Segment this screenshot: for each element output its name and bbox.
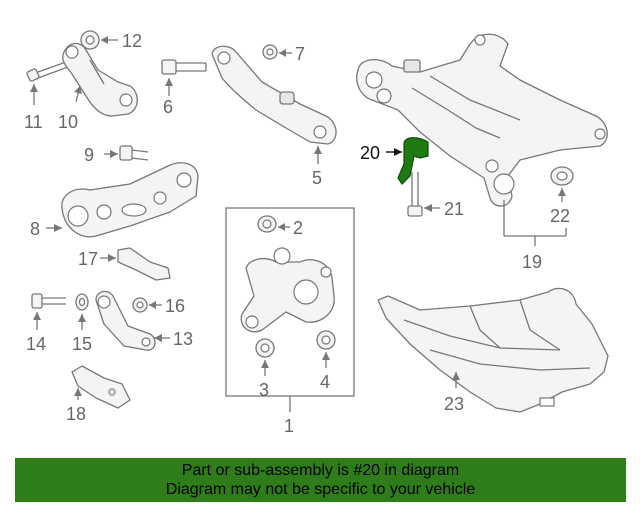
- callout-3: 3: [259, 380, 269, 400]
- part-21-bolt: 21: [407, 172, 464, 219]
- part-18-bracket: 18: [66, 365, 131, 424]
- callout-16: 16: [165, 296, 185, 316]
- part-20-bracket: 20: [360, 137, 429, 185]
- callout-23: 23: [444, 394, 464, 414]
- part-5-lower-arm: 5: [211, 45, 337, 188]
- parts-diagram: 12 11 10 6 7: [24, 30, 609, 436]
- part-16-nut: 16: [132, 296, 185, 316]
- callout-1: 1: [284, 416, 294, 436]
- callout-6: 6: [163, 97, 173, 117]
- callout-12: 12: [122, 31, 142, 51]
- part-22-bushing: 22: [550, 166, 574, 226]
- part-14-bolt: 14: [26, 293, 66, 354]
- part-6-bolt: 6: [161, 59, 207, 117]
- callout-21: 21: [444, 199, 464, 219]
- part-11-bolt: 11: [24, 61, 69, 132]
- part-4-bushing: 4: [316, 330, 336, 392]
- part-10-upper-link: 10: [58, 42, 138, 132]
- part-2-bushing: 2: [257, 215, 303, 238]
- part-8-trailing-arm: 8: [30, 162, 199, 239]
- part-12-nut: 12: [80, 30, 142, 51]
- callout-17: 17: [78, 249, 98, 269]
- callout-22: 22: [550, 206, 570, 226]
- knuckle: [240, 247, 335, 333]
- callout-2: 2: [293, 218, 303, 238]
- banner-line-2: Diagram may not be specific to your vehi…: [165, 481, 476, 498]
- callout-8: 8: [30, 219, 40, 239]
- callout-20: 20: [360, 143, 380, 163]
- part-19-subframe: 19: [356, 33, 608, 272]
- callout-11: 11: [24, 112, 43, 132]
- part-7-nut: 7: [262, 44, 305, 64]
- info-banner: Part or sub-assembly is #20 in diagram D…: [15, 458, 626, 502]
- callout-19: 19: [522, 252, 542, 272]
- callout-7: 7: [295, 44, 305, 64]
- callout-18: 18: [66, 404, 86, 424]
- part-13-link: 13: [95, 290, 193, 351]
- callout-15: 15: [72, 334, 92, 354]
- callout-5: 5: [312, 168, 322, 188]
- part-3-bushing: 3: [255, 338, 275, 400]
- callout-9: 9: [84, 145, 94, 165]
- callout-4: 4: [320, 372, 330, 392]
- part-17-bracket: 17: [78, 247, 171, 281]
- part-15-washer: 15: [72, 293, 92, 354]
- callout-13: 13: [173, 329, 193, 349]
- callout-14: 14: [26, 334, 46, 354]
- banner-line-1: Part or sub-assembly is #20 in diagram: [181, 462, 460, 479]
- part-23-under-cover: 23: [377, 287, 609, 414]
- knuckle-assembly-box: 1: [225, 207, 355, 436]
- part-9-bolt: 9: [84, 145, 149, 165]
- callout-10: 10: [58, 112, 78, 132]
